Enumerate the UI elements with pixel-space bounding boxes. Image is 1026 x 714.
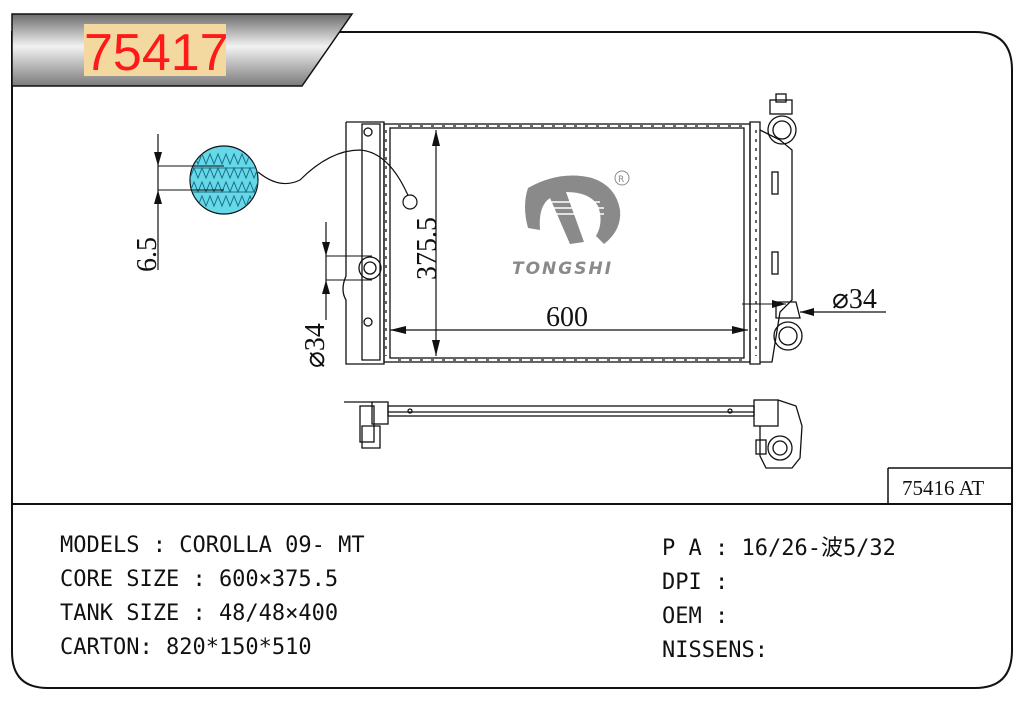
spec-models: MODELS : COROLLA 09- MT: [60, 533, 365, 558]
registered-mark-ring: [614, 170, 630, 186]
radiator-top-view: [344, 399, 803, 469]
inlet-pipe-label: ⌀34: [300, 323, 331, 368]
core-height-dimension: 375.5: [412, 130, 443, 356]
core-height-label: 375.5: [412, 217, 443, 280]
variant-code: 75416 AT: [902, 476, 984, 500]
model-code: 75417: [84, 24, 229, 82]
spec-core-size: CORE SIZE : 600×375.5: [60, 567, 339, 592]
spec-carton: CARTON: 820*150*510: [60, 635, 312, 660]
spec-tank-size: TANK SIZE : 48/48×400: [60, 601, 339, 626]
logo-mark: [525, 175, 621, 244]
fin-leader: [257, 149, 411, 201]
outlet-fitting: [773, 321, 803, 351]
spec-nissens: NISSENS:: [662, 638, 768, 663]
fin-leader-target: [402, 194, 418, 210]
spec-oem: OEM :: [662, 604, 729, 629]
variant-box: 75416 AT: [887, 467, 1012, 504]
fin-detail-circle: [189, 145, 259, 215]
core-width-label: 600: [546, 302, 588, 333]
core-width-dimension: 600: [390, 302, 748, 334]
brand-logo: R TONGSHI: [512, 170, 630, 279]
title-banner: 75417: [11, 13, 354, 87]
radiator-front-view: [342, 93, 803, 365]
title-highlight: [84, 24, 226, 76]
inlet-fitting: [358, 256, 382, 280]
top-view-core: [387, 405, 755, 417]
cap-fitting: [767, 115, 797, 145]
core-frame: [383, 123, 751, 363]
fin-detail: 6.5: [132, 134, 418, 272]
sheet-border: [11, 31, 1013, 689]
spec-dpi: DPI :: [662, 570, 729, 595]
brand-name: TONGSHI: [512, 259, 613, 279]
outlet-pipe-dimension: ⌀34: [742, 284, 886, 316]
spec-pa: P A : 16/26-波5/32: [662, 536, 896, 561]
inlet-pipe-dimension: ⌀34: [300, 222, 372, 368]
outlet-pipe-label: ⌀34: [832, 284, 877, 315]
registered-mark: R: [618, 175, 624, 185]
fin-pitch-label: 6.5: [132, 237, 163, 272]
